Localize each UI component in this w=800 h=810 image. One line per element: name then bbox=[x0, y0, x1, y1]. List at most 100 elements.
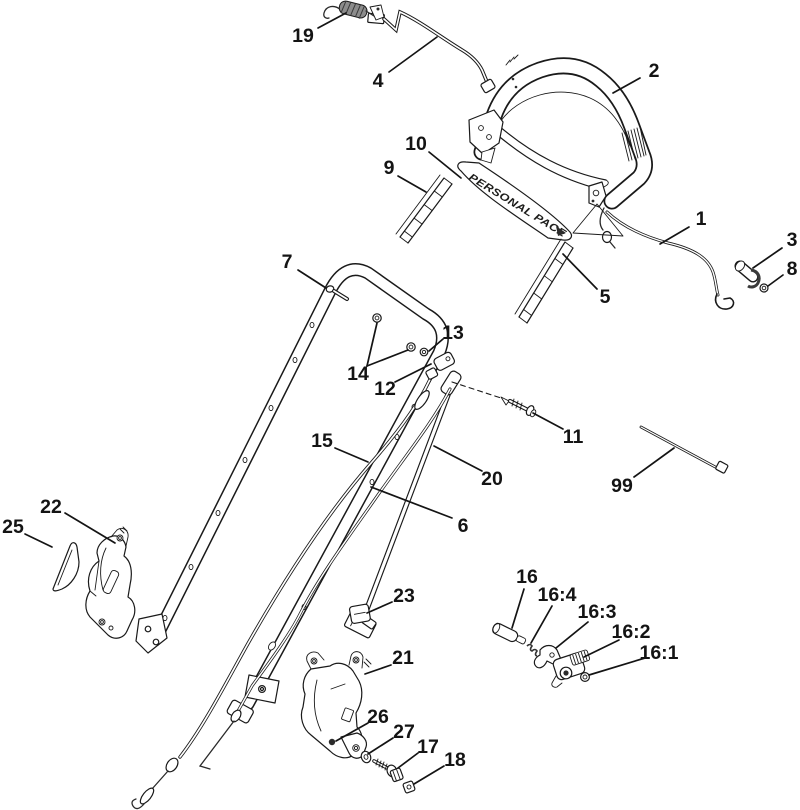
callout-22: 22 bbox=[40, 496, 62, 518]
lever-assembly-16 bbox=[492, 622, 591, 688]
callout-10: 10 bbox=[405, 133, 427, 155]
decal-text: PERSONAL PACE bbox=[466, 171, 568, 240]
leader-line-99 bbox=[633, 447, 675, 478]
right-handle-bracket bbox=[300, 651, 372, 759]
leader-line-16 bbox=[511, 588, 525, 629]
callout-25: 25 bbox=[2, 516, 24, 538]
callout-15: 15 bbox=[311, 430, 333, 452]
leader-line-8 bbox=[767, 274, 784, 287]
nut-18 bbox=[402, 780, 416, 794]
leader-line-3 bbox=[752, 247, 783, 269]
pin-16 bbox=[492, 622, 519, 643]
leader-line-16-1 bbox=[588, 657, 646, 676]
callout-5: 5 bbox=[600, 286, 611, 308]
leader-line-21 bbox=[364, 664, 392, 675]
leader-line-6 bbox=[370, 486, 453, 519]
extension-spring bbox=[323, 0, 385, 21]
leader-line-12 bbox=[394, 363, 432, 383]
callout-1: 1 bbox=[696, 208, 707, 230]
callout-13: 13 bbox=[442, 322, 464, 344]
grip-pad-5 bbox=[514, 238, 574, 324]
nut-8 bbox=[759, 283, 769, 293]
callout-21: 21 bbox=[392, 647, 414, 669]
callout-16: 16 bbox=[516, 566, 538, 588]
callout-12: 12 bbox=[374, 378, 396, 400]
leader-line-14 bbox=[366, 322, 378, 367]
grip-hatch bbox=[621, 126, 647, 162]
leader-line-14 bbox=[366, 349, 409, 367]
leader-line-5 bbox=[562, 253, 598, 290]
callout-3: 3 bbox=[787, 229, 798, 251]
leader-line-19 bbox=[317, 12, 347, 29]
cable-end-hook bbox=[198, 720, 235, 770]
leader-line-27 bbox=[367, 737, 394, 755]
leader-line-1 bbox=[659, 226, 690, 245]
drive-cable bbox=[131, 375, 433, 810]
callout-16-1: 16:1 bbox=[639, 642, 678, 664]
leader-line-17 bbox=[397, 752, 419, 769]
bolt-17 bbox=[372, 758, 404, 783]
left-leg-end-plate bbox=[135, 613, 168, 654]
leader-line-10 bbox=[428, 151, 462, 179]
cable-z-hook bbox=[131, 798, 145, 810]
callout-16-2: 16:2 bbox=[611, 621, 650, 643]
leader-line-7 bbox=[297, 269, 327, 289]
left-handle-bracket bbox=[85, 526, 136, 639]
callout-8: 8 bbox=[787, 258, 798, 280]
callout-17: 17 bbox=[417, 736, 439, 758]
callout-4: 4 bbox=[373, 70, 384, 92]
wedge-25 bbox=[52, 542, 80, 592]
callout-23: 23 bbox=[393, 585, 415, 607]
nut-13 bbox=[419, 347, 429, 357]
nut-16-1 bbox=[579, 671, 590, 682]
leader-line-22 bbox=[64, 512, 116, 544]
leader-line-4 bbox=[388, 36, 438, 73]
cable-fitting-3 bbox=[734, 260, 761, 289]
trunnion-12 bbox=[433, 351, 456, 371]
decal: PERSONAL PACE bbox=[457, 161, 573, 241]
callout-6: 6 bbox=[458, 515, 469, 537]
leader-line-18 bbox=[413, 765, 445, 785]
upper-handle-bail bbox=[468, 54, 653, 249]
leader-line-16-4 bbox=[530, 605, 553, 644]
leader-line-11 bbox=[532, 412, 564, 430]
callout-26: 26 bbox=[367, 706, 389, 728]
leader-line-15 bbox=[334, 447, 369, 463]
brake-rod bbox=[367, 9, 496, 94]
leader-line-16-3 bbox=[555, 621, 589, 649]
grip-pad-9 bbox=[395, 174, 453, 244]
callout-11: 11 bbox=[563, 426, 584, 448]
nut-14a bbox=[372, 313, 382, 323]
leader-line-23 bbox=[366, 601, 393, 614]
callout-7: 7 bbox=[282, 251, 293, 273]
thumb-pad-16-2 bbox=[569, 649, 591, 666]
leader-line-9 bbox=[397, 175, 427, 193]
nut-14b bbox=[406, 342, 416, 352]
brake-cable bbox=[605, 210, 735, 310]
leader-line-25 bbox=[24, 533, 53, 548]
leader-line-20 bbox=[433, 445, 483, 472]
callout-19: 19 bbox=[292, 25, 314, 47]
callout-18: 18 bbox=[444, 749, 466, 771]
leader-line-13 bbox=[428, 338, 444, 352]
bail-end-cap bbox=[468, 109, 504, 155]
callout-27: 27 bbox=[393, 721, 415, 743]
callout-9: 9 bbox=[384, 157, 395, 179]
callout-16-3: 16:3 bbox=[577, 601, 616, 623]
cable-clip-23 bbox=[348, 603, 377, 630]
callout-16-4: 16:4 bbox=[537, 584, 576, 606]
callout-2: 2 bbox=[649, 60, 660, 82]
screw-11 bbox=[451, 381, 537, 418]
callout-99: 99 bbox=[611, 475, 633, 497]
pin-26 bbox=[328, 738, 336, 746]
callout-14: 14 bbox=[347, 363, 369, 385]
callout-20: 20 bbox=[481, 468, 503, 490]
cable-tie bbox=[639, 425, 729, 474]
control-cable bbox=[198, 387, 452, 770]
spring-16-4 bbox=[526, 643, 538, 657]
leader-line-16-2 bbox=[583, 639, 620, 658]
leader-line-26 bbox=[335, 722, 369, 742]
